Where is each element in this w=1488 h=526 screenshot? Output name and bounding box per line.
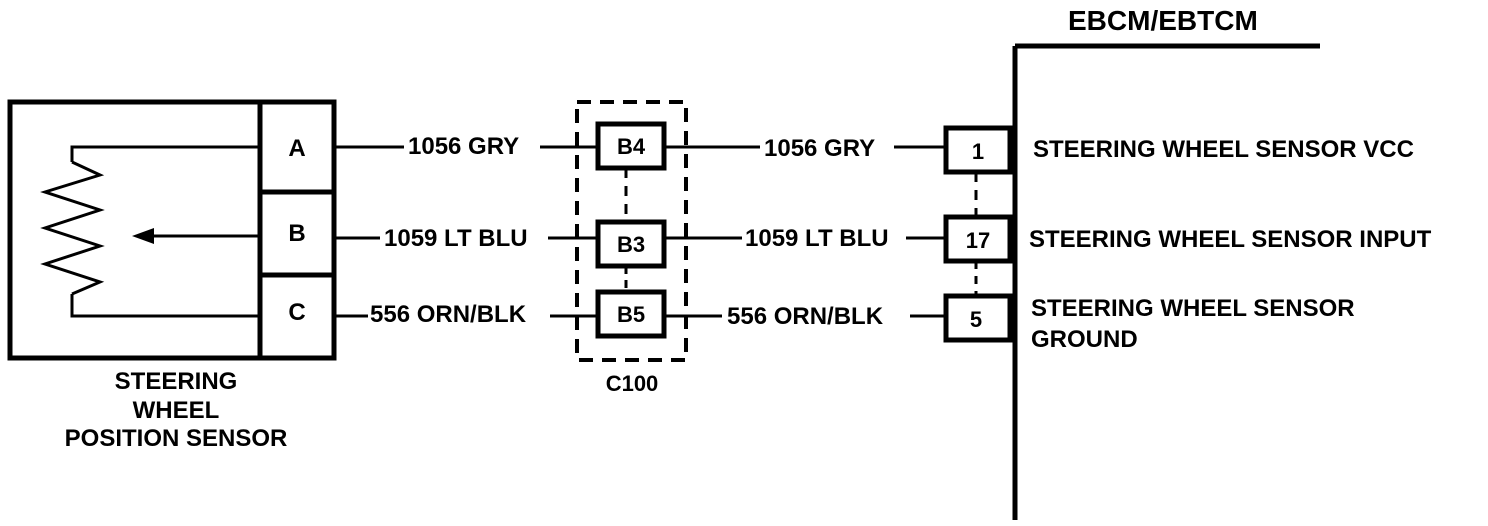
potentiometer-resistor-icon [40,160,105,296]
wire-label-556: 556 ORN/BLK [370,301,527,328]
pin-function-ground-line-1: STEERING WHEEL SENSOR [1031,295,1355,322]
connector-outline [575,100,688,362]
wire-label-1056: 1056 GRY [764,135,875,162]
pin-function-input: STEERING WHEEL SENSOR INPUT [1029,226,1432,253]
wire-label-1059: 1059 LT BLU [384,225,528,252]
cavity-label-b4: B4 [617,134,646,159]
sensor-connector [257,99,337,361]
wiper-arrow-icon [132,228,154,244]
sensor-name-line-2: WHEEL [133,397,220,424]
wire-label-1059: 1059 LT BLU [745,225,889,252]
ebcm-module: EBCM/EBTCM [1012,5,1320,520]
pin-function-ground-line-2: GROUND [1031,326,1138,353]
cavity-label-b3: B3 [617,232,645,257]
module-pin-label: 5 [970,307,982,332]
sensor-name-line-3: POSITION SENSOR [65,425,288,452]
module-title: EBCM/EBTCM [1068,5,1258,36]
sensor-pin-b: B [288,220,305,247]
potentiometer-bottom-lead [70,294,260,318]
pin-function-vcc: STEERING WHEEL SENSOR VCC [1033,136,1414,163]
steering-wheel-position-sensor: A B C STEERING WHEEL POSITION SENSOR [7,99,337,452]
wire-label-556: 556 ORN/BLK [727,303,884,330]
potentiometer-top-lead [70,145,260,162]
module-outline [1012,43,1320,520]
module-pin-label: 1 [972,139,984,164]
connector-c100: B4 B3 B5 C100 [575,100,688,396]
cavity-b5 [595,289,667,339]
cavity-b3 [595,219,667,269]
sensor-pin-a: A [288,135,305,162]
connector-name: C100 [606,371,659,396]
sensor-name-line-1: STEERING [115,368,238,395]
wires-sensor-to-c100: 1056 GRY 1059 LT BLU 556 ORN/BLK [334,133,598,328]
module-pins: 1 17 5 STEERING WHEEL SENSOR VCC STEERIN… [943,125,1432,353]
wires-c100-to-module: 1056 GRY 1059 LT BLU 556 ORN/BLK [664,135,946,330]
module-pin-17 [943,214,1013,264]
wire-label-1056: 1056 GRY [408,133,519,160]
module-pin-5 [943,293,1013,343]
cavity-label-b5: B5 [617,302,645,327]
module-pin-1 [943,125,1013,175]
sensor-pin-c: C [288,299,305,326]
module-pin-label: 17 [966,228,990,253]
